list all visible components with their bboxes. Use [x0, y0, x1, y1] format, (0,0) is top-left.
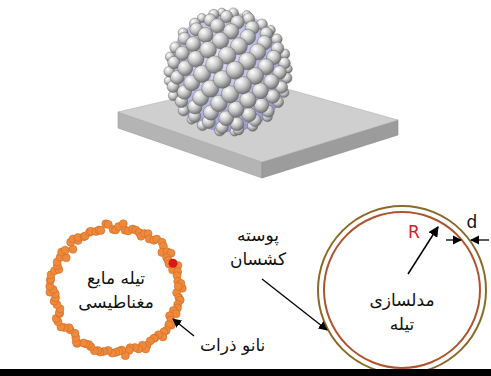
nanoparticle-caps: [164, 8, 292, 136]
shell-label: پوسته کشسان: [220, 223, 296, 271]
thickness-arrow: [471, 239, 489, 240]
inner-shell: [324, 212, 480, 368]
nanoparticle-cap: [210, 19, 225, 34]
droplet-sphere: [168, 12, 288, 132]
particles-label: نانو ذرات: [200, 333, 265, 357]
model-circle: مدلسازی تیله: [318, 206, 486, 374]
nanoparticle-dot: [97, 226, 105, 234]
nanoparticle-dot: [69, 245, 77, 253]
leader-line: [173, 319, 194, 336]
nanoparticle-ring: [46, 220, 187, 360]
thickness-arrow: [446, 239, 461, 240]
nanoparticle-dot: [174, 282, 182, 290]
nanoparticle-dot: [61, 246, 69, 254]
substrate-line: [0, 369, 491, 376]
thickness-label: d: [467, 210, 478, 234]
nanoparticle-cap: [186, 37, 201, 52]
node-label: مدلسازی تیله: [360, 288, 444, 336]
nanoparticle-cap: [240, 92, 256, 108]
nanoparticle-cap: [226, 61, 244, 79]
marked-particle: [169, 259, 178, 268]
node-label: تیله مایع مغناطیسی: [66, 266, 166, 314]
leader-line: [262, 279, 327, 330]
outer-shell: [318, 206, 486, 374]
slab-top: [118, 80, 398, 162]
droplet-circle: تیله مایع مغناطیسی: [53, 227, 179, 353]
radius-label: R: [408, 220, 420, 244]
nanoparticle-cap: [198, 27, 213, 42]
